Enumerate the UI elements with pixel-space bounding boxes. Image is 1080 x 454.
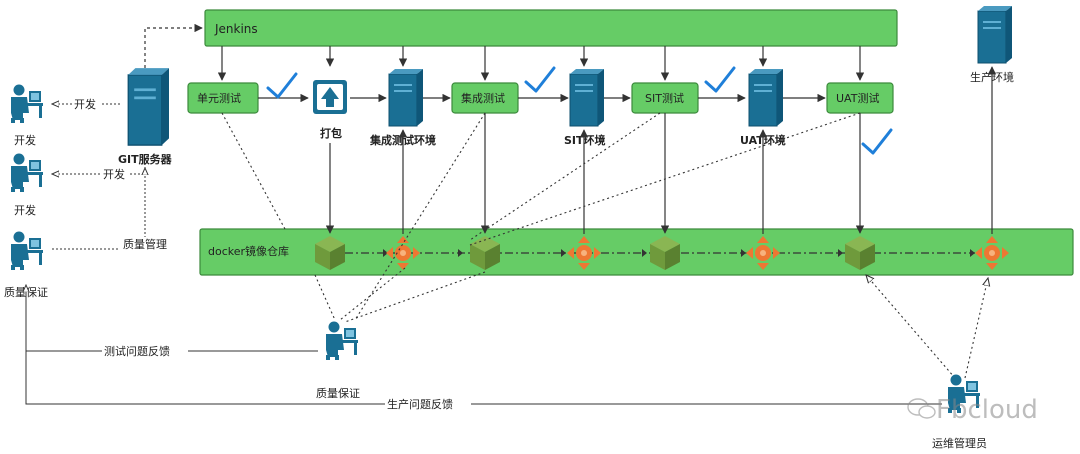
developer-label: 开发 [14, 203, 36, 217]
test-feedback-label: 测试问题反馈 [104, 345, 170, 358]
watermark-text: Fbcloud [936, 395, 1038, 425]
quality-management-edge-label: 质量管理 [123, 237, 167, 251]
package-icon [313, 80, 347, 114]
check-icon-sit [704, 66, 736, 93]
docker-registry-label: docker镜像仓库 [208, 244, 289, 258]
jenkins-label: Jenkins [214, 22, 258, 36]
stage-uat-test-label: UAT测试 [836, 92, 879, 105]
sit-env-label: SIT环境 [564, 133, 606, 147]
jenkins-bar [204, 9, 898, 47]
qa-dotted-links [221, 112, 861, 323]
wechat-icon [907, 398, 936, 419]
registry-vertical-arrows [325, 66, 997, 234]
qa-center-label: 质量保证 [316, 386, 360, 400]
prod-env-server-icon [977, 5, 1013, 64]
watermark: Fbcloud [907, 395, 1038, 425]
ops-dotted-links [866, 275, 988, 379]
stage-sit-test-label: SIT测试 [645, 92, 684, 105]
check-icon-uat [861, 128, 893, 155]
quality-management-edge [52, 168, 145, 250]
developer-label: 开发 [14, 133, 36, 147]
qa-icon [11, 231, 43, 270]
developer-icon [11, 153, 43, 192]
check-icon-integration [524, 66, 556, 93]
git-to-jenkins-edge [144, 23, 203, 68]
integration-env-server-icon [388, 68, 424, 127]
check-icon-unit [266, 72, 298, 99]
dev2-edge-label: 开发 [103, 167, 125, 181]
prod-feedback-label: 生产问题反馈 [387, 397, 453, 411]
stage-integration-test-label: 集成测试 [461, 91, 505, 105]
git-server-icon [127, 67, 170, 146]
git-server-label: GIT服务器 [118, 152, 173, 166]
prod-feedback-edge [25, 351, 942, 405]
qa-center-icon [326, 321, 358, 360]
test-feedback-edge [26, 285, 318, 352]
dev2-edge [52, 163, 146, 174]
developer-icon [11, 84, 43, 123]
package-label: 打包 [320, 126, 342, 140]
uat-env-server-icon [748, 68, 784, 127]
jenkins-down-arrows [217, 46, 865, 81]
sit-env-server-icon [569, 68, 605, 127]
stage-unit-test-label: 单元测试 [197, 92, 241, 105]
dev1-edge-label: 开发 [74, 97, 96, 111]
ops-admin-label: 运维管理员 [932, 436, 987, 450]
registry-chain-arrows [383, 249, 975, 257]
